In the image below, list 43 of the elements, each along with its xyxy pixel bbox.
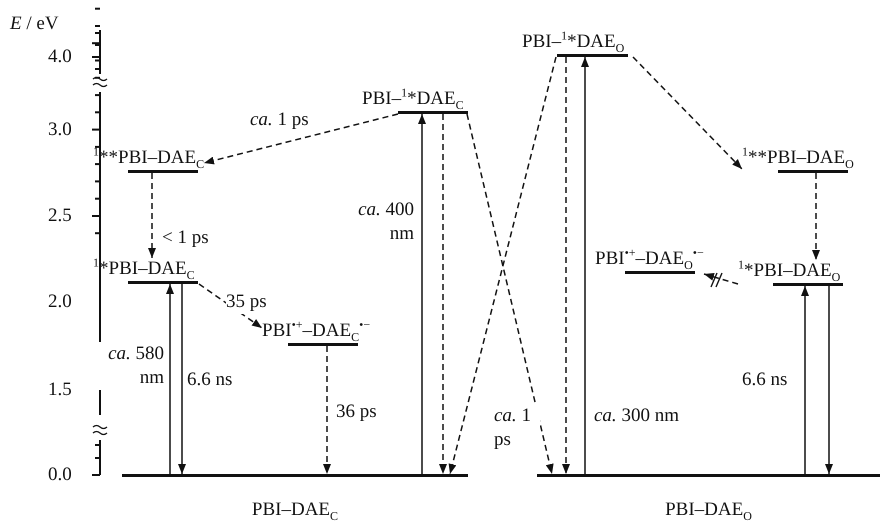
arrow <box>166 284 174 474</box>
edge-label: ca. 1 ps <box>494 404 540 452</box>
state-label: PBI–DAE$_{O}$ <box>665 499 752 520</box>
state-label: PBI–DAE$_{C}$ <box>252 499 338 520</box>
tick-label: 1.5 <box>48 380 72 400</box>
arrow <box>178 284 186 474</box>
axis-title: E / eV <box>10 14 59 34</box>
state-label: $^{1}$*PBI–DAE$_{C}$ <box>93 258 195 279</box>
energy-level <box>93 258 198 284</box>
state-label: PBI–$^{1}$*DAE$_{C}$ <box>362 88 464 109</box>
arrow <box>323 346 331 474</box>
state-label: $^{1}$**PBI–DAE$_{O}$ <box>742 147 854 168</box>
energy-level <box>595 248 704 274</box>
arrow <box>148 173 156 258</box>
arrow <box>418 114 426 474</box>
arrow <box>562 57 570 474</box>
tick-label: 4.0 <box>48 47 72 67</box>
energy-level <box>93 147 204 173</box>
arrow <box>204 113 398 164</box>
arrow <box>439 114 447 474</box>
arrow <box>632 56 743 170</box>
tick-label: 2.0 <box>48 292 72 312</box>
tick-label: 3.0 <box>48 120 72 140</box>
arrow <box>198 283 262 329</box>
energy-level <box>522 31 628 57</box>
state-label: $^{1}$**PBI–DAE$_{C}$ <box>93 147 204 168</box>
arrow <box>812 173 820 260</box>
state-label: $^{1}$*PBI–DAE$_{O}$ <box>738 260 840 281</box>
energy-level <box>262 320 370 346</box>
energy-level <box>742 147 854 173</box>
energy-level <box>122 474 468 520</box>
arrow <box>448 56 557 474</box>
arrow <box>581 57 589 474</box>
arrow <box>704 272 738 285</box>
tick-label: 0.0 <box>48 465 72 485</box>
state-label: PBI–$^{1}$*DAE$_{O}$ <box>522 31 624 52</box>
energy-level <box>362 88 468 114</box>
arrow <box>825 286 833 474</box>
energy-level <box>738 260 843 286</box>
tick-label: 2.5 <box>48 206 72 226</box>
arrow <box>466 114 554 474</box>
arrow <box>801 286 809 474</box>
energy-level <box>537 474 880 520</box>
